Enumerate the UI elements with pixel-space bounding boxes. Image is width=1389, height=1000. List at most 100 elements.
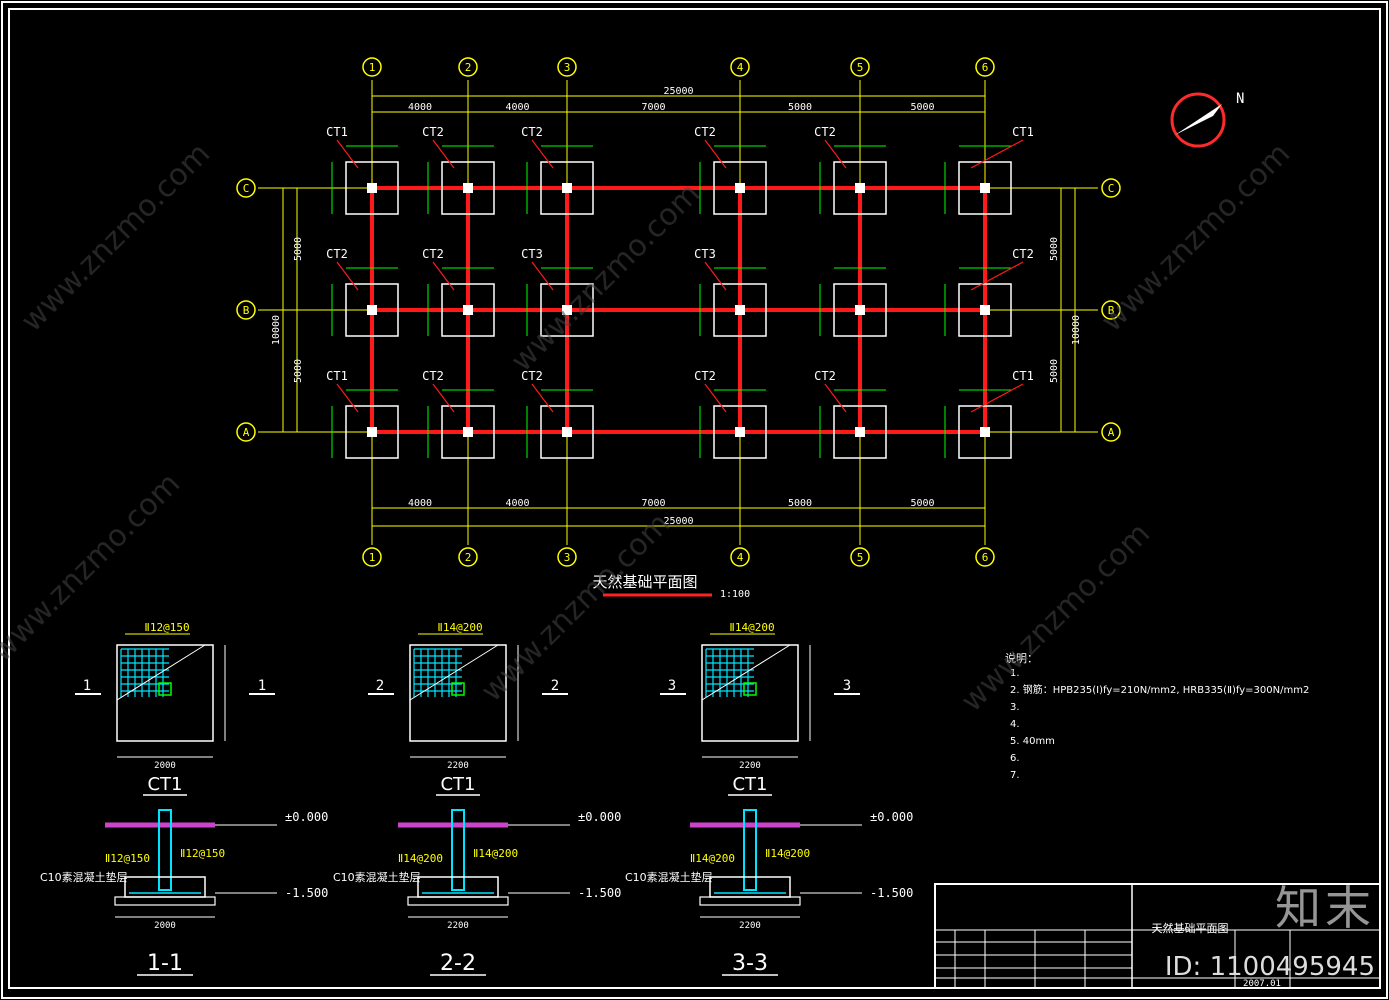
footing-label: CT3 (694, 247, 716, 261)
axis-bubble (236, 300, 256, 320)
axis-label: 4 (737, 551, 744, 564)
titleblock-drawing-name: 天然基础平面图 (1152, 921, 1229, 935)
section-rebar-label: Ⅱ12@150 (105, 852, 150, 865)
detail-width: 2200 (739, 761, 761, 771)
watermark-brand-logo: 知末 (1275, 881, 1375, 935)
detail-footing-outline (701, 644, 799, 742)
detail-name: CT1 (732, 774, 767, 795)
dim-label: 5000 (1049, 359, 1060, 383)
dim-label: 5000 (788, 102, 812, 113)
column-section (743, 809, 757, 891)
footing-pad (441, 405, 495, 459)
axis-bubble (1101, 422, 1121, 442)
axis-bubble (975, 547, 995, 567)
axis-bubble (236, 422, 256, 442)
detail-name: CT1 (147, 774, 182, 795)
axis-label: 1 (369, 61, 376, 74)
top-level: ±0.000 (285, 810, 328, 824)
footing-pad (713, 405, 767, 459)
axis-label: B (243, 304, 250, 317)
footing-leader (432, 261, 455, 291)
footing-pad (540, 405, 594, 459)
footing-leader (531, 383, 554, 413)
plan-title: 天然基础平面图 (592, 573, 697, 591)
footing-label: CT2 (326, 247, 348, 261)
column-stub (735, 427, 745, 437)
footing-leader (432, 139, 455, 169)
axis-bubble (1101, 300, 1121, 320)
footing-leader (336, 383, 359, 413)
footing-label: CT2 (814, 369, 836, 383)
section-mark: 1 (258, 678, 266, 694)
section-name: 2-2 (440, 951, 476, 976)
footing-leader (531, 139, 554, 169)
section-rebar-label: Ⅱ14@200 (398, 852, 443, 865)
axis-bubble (557, 57, 577, 77)
axis-label: 1 (369, 551, 376, 564)
axis-bubble (458, 547, 478, 567)
titleblock-date: 2007.01 (1243, 979, 1281, 989)
plan-scale: 1:100 (720, 589, 750, 600)
footing-label: CT2 (694, 369, 716, 383)
axis-label: C (1108, 182, 1115, 195)
footing-label: CT2 (1012, 247, 1034, 261)
section-mark: 1 (83, 678, 91, 694)
footing-pad (958, 405, 1012, 459)
axis-label: 4 (737, 61, 744, 74)
north-arrow-icon: N (1170, 91, 1244, 148)
footing-pad (441, 283, 495, 337)
column-stub (735, 183, 745, 193)
footing-pad (540, 161, 594, 215)
axis-label: C (243, 182, 250, 195)
detail-width: 2000 (154, 761, 176, 771)
axis-label: 2 (465, 61, 472, 74)
column-section (451, 809, 465, 891)
dim-label: 5000 (910, 102, 934, 113)
footing-label: CT2 (422, 125, 444, 139)
footing-section (124, 876, 206, 898)
section-mark: 2 (551, 678, 559, 694)
axis-bubble (730, 57, 750, 77)
section-rebar-label: Ⅱ14@200 (473, 847, 518, 860)
bedding-section (114, 896, 216, 906)
footing-section (417, 876, 499, 898)
break-line (409, 644, 499, 701)
column-section (158, 809, 172, 891)
column-stub (735, 305, 745, 315)
dim-label: 5000 (293, 359, 304, 383)
dim-label: 5000 (788, 498, 812, 509)
axis-bubble (458, 57, 478, 77)
column-stub (562, 427, 572, 437)
column-stub (463, 183, 473, 193)
bottom-level: -1.500 (870, 886, 913, 900)
section-mark: 3 (843, 678, 851, 694)
column-stub (980, 427, 990, 437)
column-stub (367, 427, 377, 437)
inner-frame (8, 8, 1381, 989)
axis-label: A (1108, 426, 1115, 439)
footing-pad (958, 161, 1012, 215)
section-name: 1-1 (147, 951, 183, 976)
footing-pad (441, 161, 495, 215)
footing-leader (432, 383, 455, 413)
title-block: 天然基础平面图 2007.01 (934, 883, 1381, 989)
dim-total: 10000 (1071, 315, 1082, 345)
axis-label: B (1108, 304, 1115, 317)
footing-pad (833, 405, 887, 459)
column-stub (855, 305, 865, 315)
detail-width: 2200 (447, 761, 469, 771)
note-line: 1. (1010, 668, 1020, 679)
section-rebar-label: Ⅱ12@150 (180, 847, 225, 860)
footing-leader (531, 261, 554, 291)
footing-leader (824, 139, 847, 169)
break-line (701, 644, 791, 701)
axis-label: 3 (564, 61, 571, 74)
section-rebar-label: Ⅱ14@200 (690, 852, 735, 865)
footing-leader (704, 261, 727, 291)
dim-label: 5000 (1049, 237, 1060, 261)
footing-label: CT2 (422, 247, 444, 261)
section-mark: 2 (376, 678, 384, 694)
detail-rebar-label: Ⅱ14@200 (729, 621, 774, 634)
dim-total: 10000 (271, 315, 282, 345)
footing-label: CT1 (1012, 369, 1034, 383)
